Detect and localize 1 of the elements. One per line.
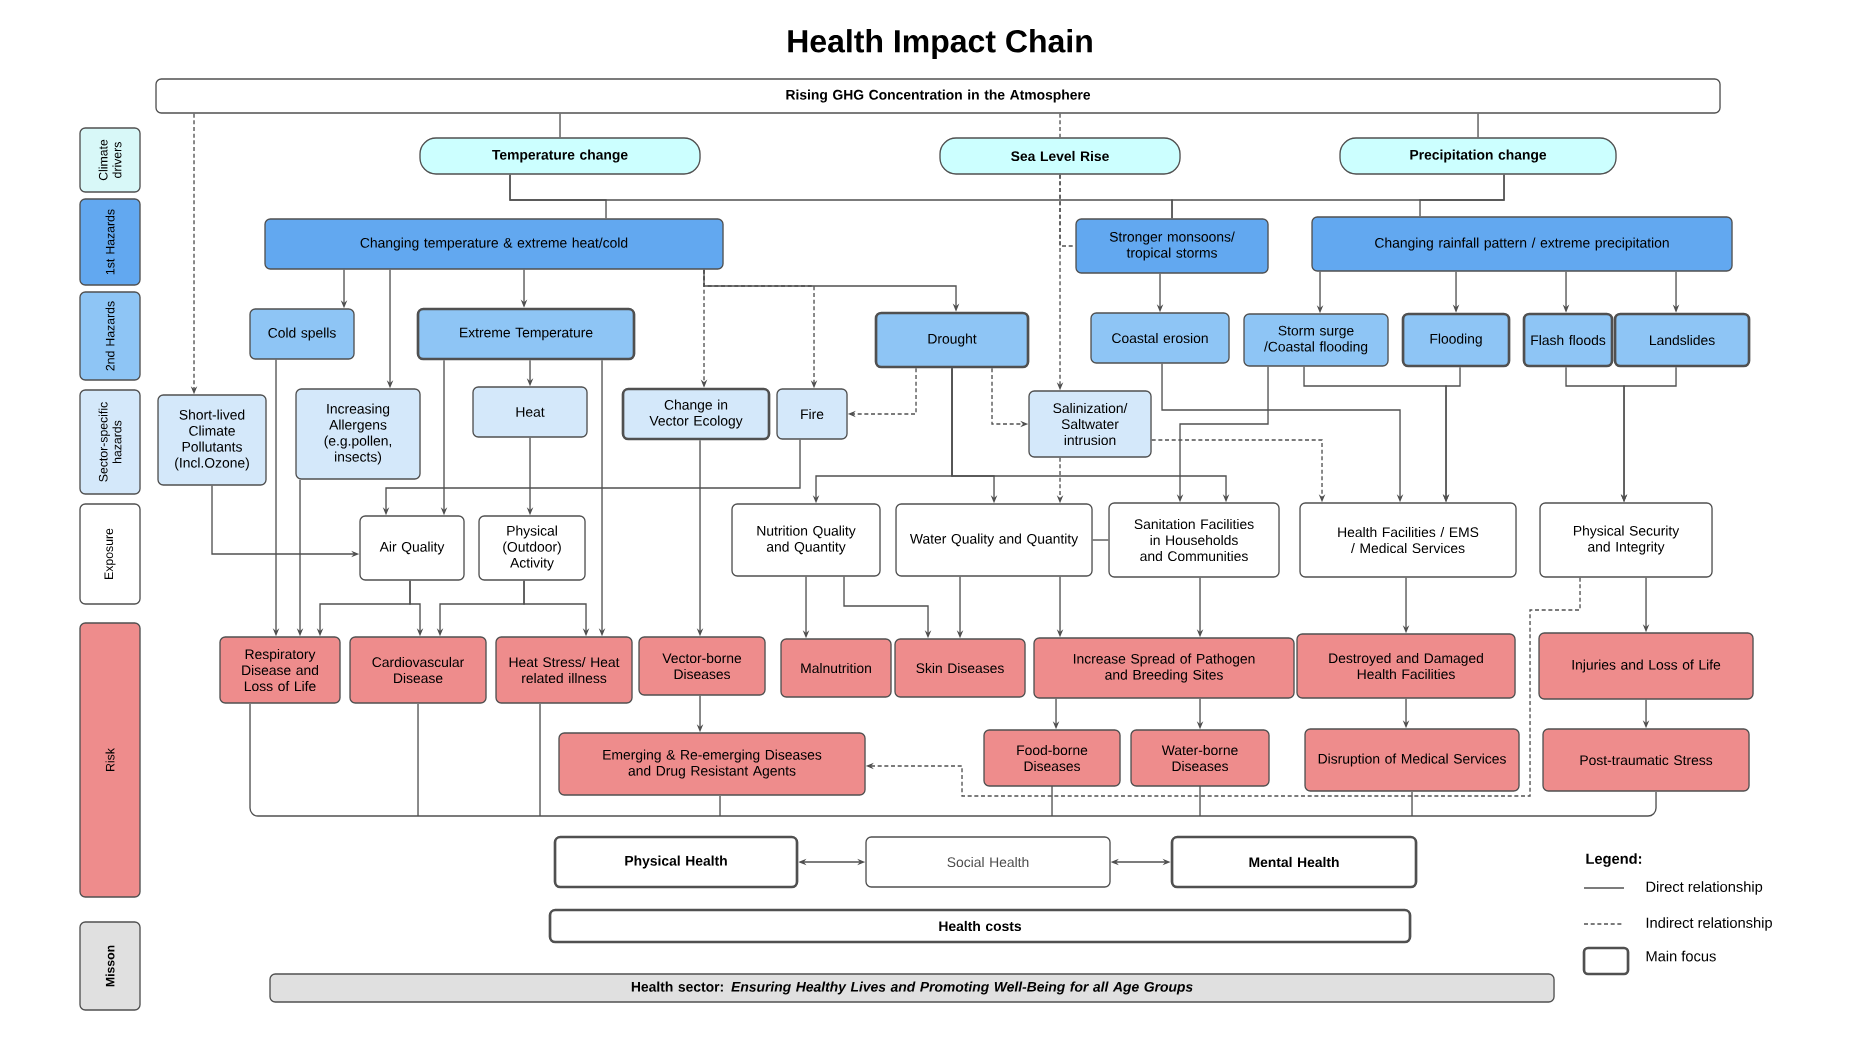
title: Health Impact Chain	[788, 29, 1092, 59]
